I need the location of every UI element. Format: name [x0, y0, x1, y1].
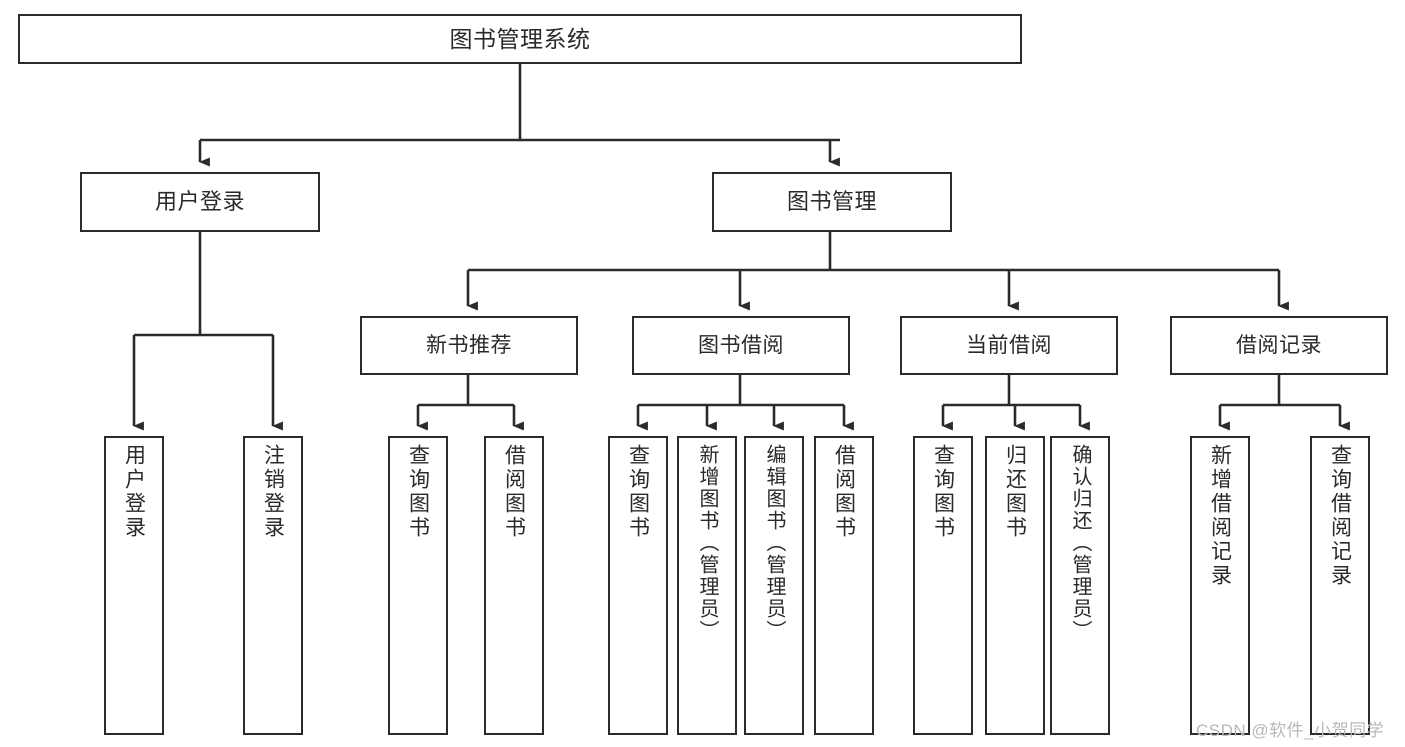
node-book-borrow[interactable]: 图书借阅: [632, 316, 850, 375]
node-leaf-user-login[interactable]: 用户登录: [104, 436, 164, 735]
node-borrow-record-label: 借阅记录: [1236, 334, 1322, 357]
node-leaf-add-record[interactable]: 新增借阅记录: [1190, 436, 1250, 735]
node-leaf-confirm-return[interactable]: 确认归还（管理员）: [1050, 436, 1110, 735]
node-root-label: 图书管理系统: [449, 25, 591, 52]
node-leaf-add-book-label: 新增图书（管理员）: [696, 444, 718, 642]
node-leaf-borrow-book-1[interactable]: 借阅图书: [484, 436, 544, 735]
node-leaf-user-login-label: 用户登录: [122, 444, 146, 540]
node-leaf-query-record-label: 查询借阅记录: [1328, 444, 1352, 588]
node-leaf-add-book[interactable]: 新增图书（管理员）: [677, 436, 737, 735]
node-leaf-query-book-3-label: 查询图书: [931, 444, 955, 540]
node-user-login[interactable]: 用户登录: [80, 172, 320, 232]
node-user-login-label: 用户登录: [154, 189, 245, 214]
node-leaf-borrow-book-2[interactable]: 借阅图书: [814, 436, 874, 735]
node-leaf-edit-book-label: 编辑图书（管理员）: [763, 444, 785, 642]
node-leaf-query-book-2[interactable]: 查询图书: [608, 436, 668, 735]
node-borrow-record[interactable]: 借阅记录: [1170, 316, 1388, 375]
node-leaf-return-book-label: 归还图书: [1003, 444, 1027, 540]
node-leaf-edit-book[interactable]: 编辑图书（管理员）: [744, 436, 804, 735]
csdn-watermark: CSDN @软件_小贺同学: [1196, 721, 1385, 740]
node-current-borrow[interactable]: 当前借阅: [900, 316, 1118, 375]
node-leaf-user-logout-label: 注销登录: [261, 444, 285, 540]
node-leaf-borrow-book-1-label: 借阅图书: [502, 444, 526, 540]
node-root[interactable]: 图书管理系统: [18, 14, 1022, 64]
node-leaf-query-book-3[interactable]: 查询图书: [913, 436, 973, 735]
node-leaf-add-record-label: 新增借阅记录: [1208, 444, 1232, 588]
node-leaf-confirm-return-label: 确认归还（管理员）: [1069, 444, 1091, 642]
node-current-borrow-label: 当前借阅: [966, 334, 1052, 357]
node-leaf-return-book[interactable]: 归还图书: [985, 436, 1045, 735]
node-book-borrow-label: 图书借阅: [698, 334, 784, 357]
node-new-book-rec[interactable]: 新书推荐: [360, 316, 578, 375]
node-leaf-query-book-2-label: 查询图书: [626, 444, 650, 540]
node-leaf-borrow-book-2-label: 借阅图书: [832, 444, 856, 540]
node-new-book-rec-label: 新书推荐: [426, 334, 512, 357]
node-leaf-query-book-1[interactable]: 查询图书: [388, 436, 448, 735]
node-book-manage[interactable]: 图书管理: [712, 172, 952, 232]
node-book-manage-label: 图书管理: [786, 189, 877, 214]
node-leaf-query-book-1-label: 查询图书: [406, 444, 430, 540]
node-leaf-query-record[interactable]: 查询借阅记录: [1310, 436, 1370, 735]
node-leaf-user-logout[interactable]: 注销登录: [243, 436, 303, 735]
